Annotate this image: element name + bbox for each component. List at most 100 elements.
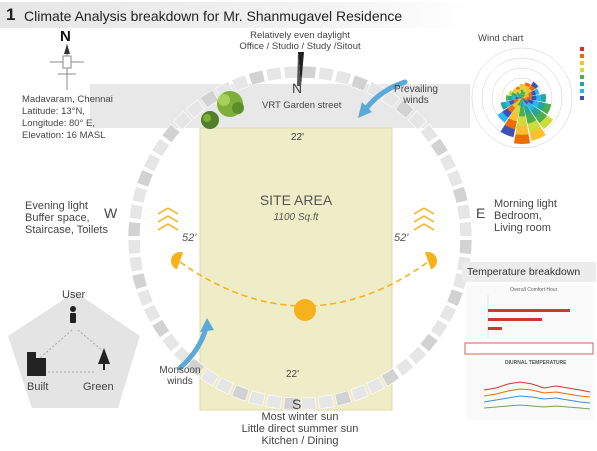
ring-segment — [456, 203, 472, 221]
ring-segment — [136, 288, 154, 307]
ring-segment — [151, 318, 171, 339]
prevailing-wind-arrow-icon — [362, 79, 408, 113]
temperature-title-band — [462, 262, 596, 282]
ring-segment — [172, 110, 193, 131]
ring-segment — [143, 304, 162, 323]
wind-rose-petal — [518, 97, 522, 99]
north-needle-icon — [298, 52, 304, 86]
ring-segment — [429, 318, 449, 339]
east-note-line1: Morning light — [494, 198, 557, 210]
north-note-line2: Office / Studio / Study /Sitout — [239, 41, 361, 52]
ring-segment — [317, 394, 335, 410]
ring-segment — [452, 186, 469, 204]
wind-rose-petal — [522, 94, 526, 98]
north-note-line1: Relatively even daylight — [250, 30, 350, 41]
page-title: Climate Analysis breakdown for Mr. Shanm… — [24, 8, 403, 24]
sunrise-icon — [424, 252, 437, 270]
ring-segment — [350, 384, 369, 402]
wind-rose-petal — [522, 97, 527, 99]
ring-segment — [380, 89, 401, 109]
site-area-title: SITE AREA — [259, 192, 333, 208]
ring-segment — [143, 153, 162, 172]
pentagon-user-label: User — [62, 289, 86, 301]
ring-segment — [283, 396, 299, 411]
north-direction-label: N — [292, 80, 303, 96]
compass-north-label: N — [60, 28, 71, 45]
ring-segment — [127, 221, 142, 237]
east-note-line3: Living room — [494, 222, 551, 234]
diurnal-chart — [466, 358, 594, 420]
ring-segment — [127, 239, 142, 255]
wind-rose-petal — [522, 96, 526, 98]
sun-icon — [294, 299, 316, 321]
title-number: 1 — [6, 5, 16, 24]
wind-rose-petal — [521, 95, 523, 98]
ring-segment — [131, 272, 148, 290]
site-area-size: 1100 Sq.ft — [273, 212, 319, 223]
ring-segment — [366, 376, 385, 395]
ring-segment — [151, 137, 171, 158]
ring-segment — [128, 255, 144, 273]
ring-segment — [136, 169, 154, 188]
ring-segment — [128, 203, 144, 221]
ring-segment — [131, 186, 148, 204]
wind-chart-title: Wind chart — [478, 33, 524, 44]
location-elevation: Elevation: 16 MASL — [22, 130, 106, 141]
wind-rose-petal — [518, 98, 526, 117]
wind-rose-petal — [520, 95, 522, 98]
west-light-chevrons-icon — [157, 207, 179, 231]
ring-segment — [231, 384, 250, 402]
tree-icon — [98, 348, 110, 370]
ring-segment — [248, 69, 266, 86]
east-light-chevrons-icon — [413, 207, 435, 231]
street-name: VRT Garden street — [262, 100, 342, 111]
east-angle-label: 52' — [394, 232, 409, 244]
ring-segment — [429, 137, 449, 158]
south-direction-label: S — [292, 396, 302, 412]
wind-rose-petal — [517, 98, 522, 101]
sunset-icon — [171, 252, 184, 270]
prevailing-winds-line2: winds — [403, 95, 429, 106]
ring-segment — [334, 390, 352, 407]
south-note-line1: Most winter sun — [261, 411, 339, 423]
ring-segment — [419, 123, 439, 144]
ring-segment — [283, 65, 299, 80]
location-city: Madavaram, Chennai — [22, 94, 113, 105]
prevailing-winds-line1: Prevailing — [394, 84, 438, 95]
ring-segment — [446, 169, 464, 188]
south-note-line2: Little direct summer sun — [241, 423, 359, 435]
west-note-line2: Buffer space, — [25, 212, 90, 224]
ring-segment — [185, 357, 206, 377]
temperature-title: Temperature breakdown — [467, 266, 581, 278]
ring-segment — [438, 153, 457, 172]
ring-segment — [199, 367, 220, 387]
pentagon-built-label: Built — [27, 381, 49, 393]
wind-rose-petal — [521, 92, 523, 98]
pentagon-shape — [8, 292, 140, 408]
wind-rose-petal — [522, 98, 529, 105]
wind-rose-petal — [522, 94, 524, 98]
ring-segment — [301, 396, 317, 411]
ring-segment — [380, 367, 401, 387]
ring-segment — [248, 390, 266, 407]
site-bottom-dimension: 22' — [286, 369, 300, 380]
wind-rose-legend-icon — [580, 47, 584, 100]
building-icon — [27, 352, 46, 376]
sun-path-ring — [127, 65, 473, 411]
ring-segment — [407, 110, 428, 131]
east-note-line2: Bedroom, — [494, 210, 542, 222]
ring-segment — [350, 74, 369, 92]
ring-segment — [215, 376, 234, 395]
wind-rose-chart — [471, 47, 573, 149]
trees-icon — [201, 91, 244, 129]
west-note-line1: Evening light — [25, 200, 88, 212]
ring-segment — [394, 99, 415, 119]
ring-segment — [231, 74, 250, 92]
wind-rose-petal — [522, 98, 527, 107]
wind-rose-petal — [519, 96, 522, 98]
south-note-line3: Kitchen / Dining — [261, 435, 339, 447]
pentagon-green-label: Green — [83, 381, 114, 393]
west-angle-label: 52' — [182, 232, 197, 244]
ring-segment — [458, 221, 473, 237]
west-direction-label: W — [104, 205, 118, 221]
